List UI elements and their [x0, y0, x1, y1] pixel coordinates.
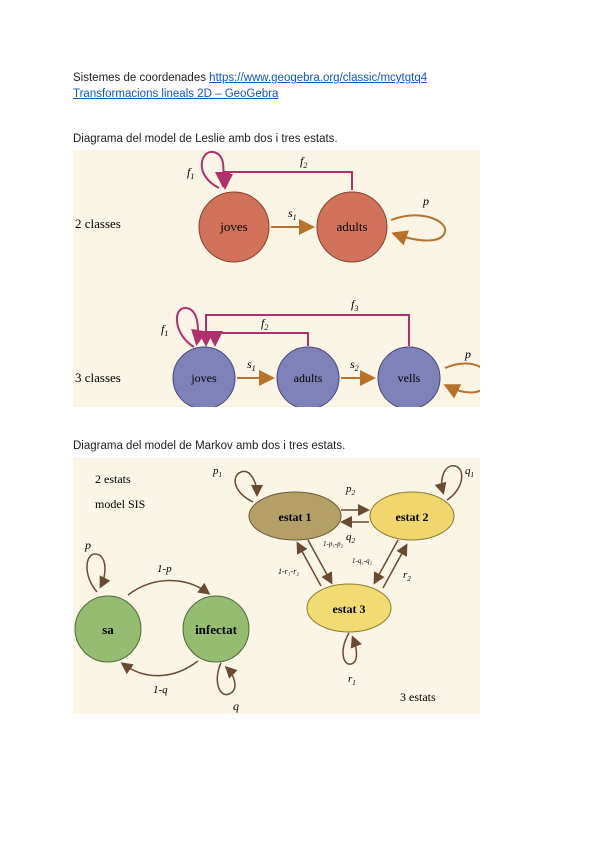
arrow-sa-infectat: [127, 579, 211, 596]
arrow-e2-e3: [373, 539, 399, 585]
loop-p-sa: [86, 553, 111, 593]
node-infectat-label: infectat: [195, 622, 238, 637]
markov-svg: 2 estats model SIS sa infectat 1-p 1-q p…: [74, 465, 474, 713]
label-p1: p1: [212, 465, 222, 479]
label-p-sa: p: [84, 538, 91, 552]
label-q2: q2: [346, 531, 356, 545]
node-estat3-label: estat 3: [333, 602, 366, 616]
transformacions-link[interactable]: Transformacions lineals 2D – GeoGebra: [73, 88, 279, 100]
node-estat2: [369, 491, 455, 541]
loop-p-three: [443, 362, 490, 399]
label-f1-two: f1: [187, 165, 194, 181]
markov-diagram: 2 estats model SIS sa infectat 1-p 1-q p…: [73, 458, 480, 714]
node-adults-3-label: adults: [294, 371, 323, 385]
leslie-caption: Diagrama del model de Leslie amb dos i t…: [73, 133, 338, 145]
loop-p1: [234, 470, 263, 503]
node-sa: [74, 595, 142, 663]
label-q1: q1: [465, 465, 474, 479]
node-estat3: [306, 583, 392, 633]
label-s1-two: s1: [288, 206, 297, 222]
node-estat1-label: estat 1: [279, 510, 312, 524]
label-r2: r2: [403, 569, 411, 583]
sis-subtitle: model SIS: [95, 497, 145, 511]
arrow-e3-e2: [382, 543, 408, 589]
label-f1-three: f1: [161, 322, 168, 338]
node-adults-2: [316, 191, 388, 263]
arrow-infectat-sa: [120, 660, 199, 677]
three-estats-label: 3 estats: [400, 690, 436, 704]
node-infectat: [182, 595, 250, 663]
label-s2-three: s2: [350, 357, 359, 373]
node-joves-2: [198, 191, 270, 263]
sis-title: 2 estats: [95, 472, 131, 486]
label-1-r1-r2: 1-r₁-r₂: [278, 567, 299, 576]
arrow-e1-e3: [307, 539, 333, 585]
loop-f1-two: [200, 150, 232, 189]
node-joves-3-label: joves: [190, 371, 217, 385]
arrow-e3-e1: [296, 541, 322, 587]
label-s1-three: s1: [247, 357, 256, 373]
label-f2-three: f2: [261, 316, 268, 332]
arrow-f2-two: [217, 171, 353, 190]
three-classes-label: 3 classes: [75, 370, 121, 385]
label-1-p1-p2: 1-p₁-p₂: [323, 540, 344, 548]
two-classes-label: 2 classes: [75, 216, 121, 231]
label-p2: p2: [345, 483, 356, 497]
label-q-infectat: q: [233, 699, 239, 713]
node-sa-label: sa: [102, 622, 114, 637]
loop-q1: [434, 465, 463, 501]
intro-line: Sistemes de coordenades https://www.geog…: [73, 72, 427, 84]
leslie-diagram: 2 classes joves adults s1 f2 f1 p 3 clas…: [73, 150, 490, 410]
loop-q-infectat: [216, 662, 238, 696]
loop-p-two: [390, 214, 447, 246]
loop-r1: [342, 632, 362, 665]
node-estat2-label: estat 2: [396, 510, 429, 524]
label-f3-three: f3: [351, 297, 358, 313]
node-adults-2-label: adults: [336, 219, 367, 234]
node-joves-2-label: joves: [219, 219, 247, 234]
label-1-q1-q2: 1-q₁-q₂: [352, 557, 373, 565]
label-r1: r1: [348, 673, 356, 687]
label-1-q: 1-q: [153, 684, 168, 696]
markov-caption: Diagrama del model de Markov amb dos i t…: [73, 440, 346, 452]
label-1-p: 1-p: [157, 563, 172, 575]
loop-f1-three: [176, 306, 207, 348]
intro-label: Sistemes de coordenades: [73, 72, 206, 84]
node-vells-3-label: vells: [398, 371, 421, 385]
leslie-svg: 2 classes joves adults s1 f2 f1 p 3 clas…: [75, 150, 490, 410]
geogebra-link[interactable]: https://www.geogebra.org/classic/mcytgtq…: [209, 72, 428, 84]
label-p-three: p: [464, 347, 471, 361]
label-f2-two: f2: [300, 154, 307, 170]
arrow-f2-three: [207, 331, 309, 347]
label-p-two: p: [422, 194, 429, 208]
